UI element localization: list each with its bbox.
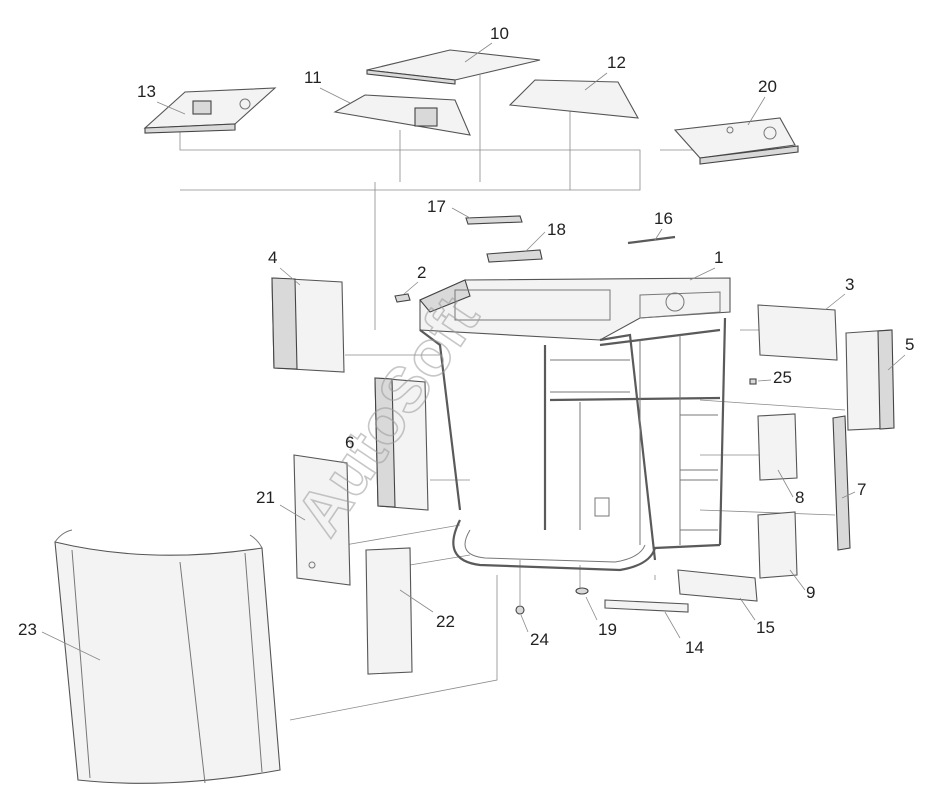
callout-labels: 1 2 3 4 5 6 7 8 9 10 11 12 13 14 15 16 1… — [18, 24, 914, 657]
callout-4: 4 — [268, 248, 277, 267]
part-11-roof-front-panel — [333, 94, 471, 136]
part-1-cab-frame — [419, 277, 731, 572]
part-12-roof-rear-panel — [508, 79, 639, 119]
part-18-vent-grille — [486, 249, 543, 263]
part-7-trim-strip — [832, 415, 851, 551]
part-22-lower-panel — [365, 547, 413, 675]
callout-18: 18 — [547, 220, 566, 239]
part-4-door-panel — [271, 277, 345, 373]
callout-11: 11 — [304, 68, 322, 87]
part-2-clip — [394, 293, 411, 303]
part-24-nut — [515, 605, 525, 615]
callout-23: 23 — [18, 620, 37, 639]
callout-8: 8 — [795, 488, 804, 507]
callout-1: 1 — [714, 248, 723, 267]
callout-leaders — [41, 42, 906, 661]
callout-16: 16 — [654, 209, 673, 228]
callout-25: 25 — [773, 368, 792, 387]
callout-9: 9 — [806, 583, 815, 602]
callout-15: 15 — [756, 618, 775, 637]
part-23-curved-windshield — [54, 529, 281, 784]
part-5-rear-pillar-panel — [845, 329, 895, 431]
part-14-floor-strip — [604, 599, 689, 613]
callout-2: 2 — [417, 263, 426, 282]
callout-6: 6 — [345, 433, 354, 452]
part-17-vent-cover — [465, 215, 523, 225]
callout-3: 3 — [845, 275, 854, 294]
part-9-lower-side-panel — [757, 511, 798, 579]
part-16-trim-rod — [627, 235, 676, 245]
callout-20: 20 — [758, 77, 777, 96]
callout-14: 14 — [685, 638, 704, 657]
callout-13: 13 — [137, 82, 156, 101]
callout-12: 12 — [607, 53, 626, 72]
part-21-side-panel — [293, 454, 351, 586]
part-6-pillar-trim — [374, 377, 429, 511]
part-13-roof-side-plate — [143, 87, 277, 134]
part-19-grommet — [575, 587, 589, 595]
callout-10: 10 — [490, 24, 509, 43]
callout-5: 5 — [905, 335, 914, 354]
callout-17: 17 — [427, 197, 446, 216]
callout-7: 7 — [857, 480, 866, 499]
part-25-bolt — [749, 378, 757, 385]
part-15-floor-panel — [677, 569, 758, 602]
callout-22: 22 — [436, 612, 455, 631]
part-8-side-panel — [757, 413, 798, 481]
callout-24: 24 — [530, 630, 549, 649]
part-10-roof-cover — [366, 49, 541, 85]
part-20-roof-side-plate — [673, 117, 799, 165]
assembly-leader-lines — [179, 75, 846, 721]
callout-21: 21 — [256, 488, 275, 507]
part-3-rear-glass — [757, 304, 838, 361]
callout-19: 19 — [598, 620, 617, 639]
